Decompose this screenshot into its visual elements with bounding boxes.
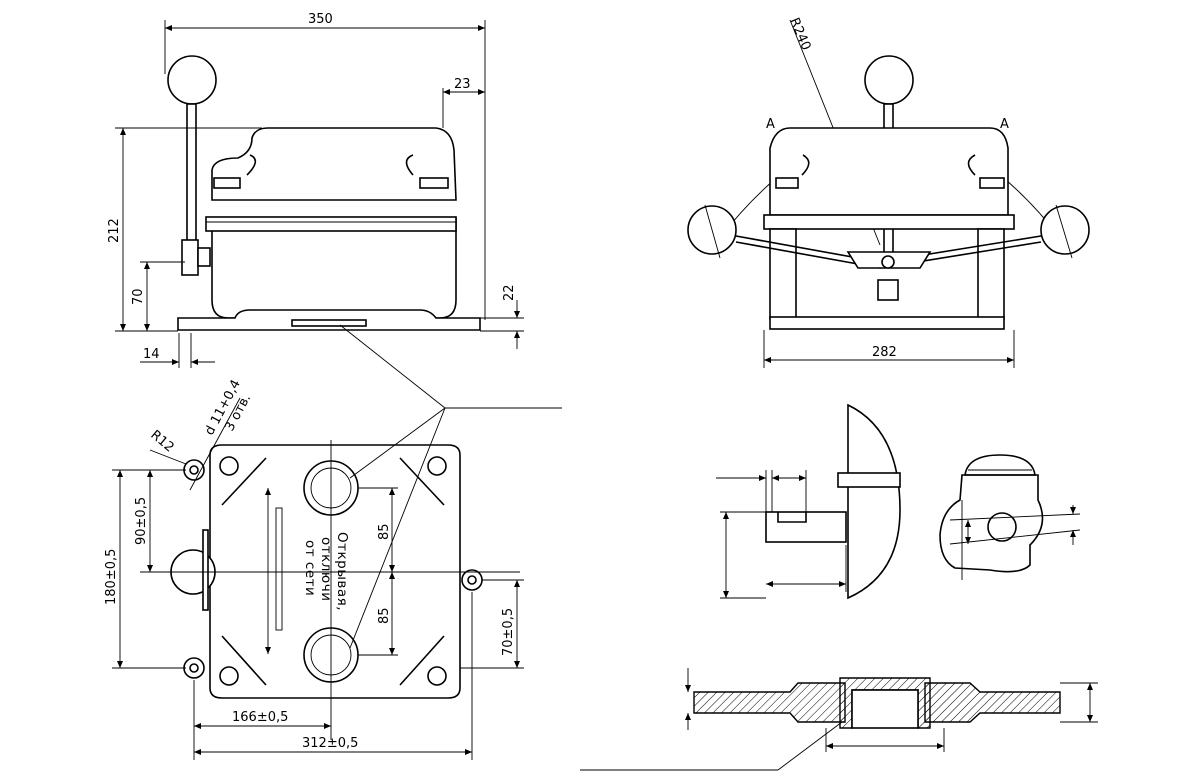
top-dim-center-lower: 85 <box>377 607 392 624</box>
warning-line-3: от сети <box>302 540 318 596</box>
detail-plug <box>580 668 1098 771</box>
top-dim-height-total: 180±0,5 <box>104 549 119 605</box>
warning-label: Открывая, отключи от сети <box>302 532 350 611</box>
outlet-callout <box>339 324 562 649</box>
front-dim-lever-axis: 70 <box>131 288 146 305</box>
front-dim-width: 350 <box>308 12 333 27</box>
top-dim-right-hole: 70±0,5 <box>501 608 516 656</box>
warning-line-2: отключи <box>318 537 334 602</box>
warning-line-1: Открывая, <box>334 532 350 611</box>
detail-key <box>939 454 1081 580</box>
top-dim-hole-offset: 90±0,5 <box>134 497 149 545</box>
front-dim-base: 14 <box>143 347 160 362</box>
front-view: 350 23 212 70 22 14 <box>107 12 524 368</box>
detail-shaft <box>716 403 901 600</box>
side-view: R240 A A 282 <box>687 16 1090 368</box>
side-dim-radius: R240 <box>786 16 813 53</box>
side-dim-arc-left: A <box>766 117 775 132</box>
top-dim-hole-x: 166±0,5 <box>232 710 288 725</box>
side-dim-arc-right: A <box>1000 117 1009 132</box>
front-dim-cap: 23 <box>454 77 471 92</box>
top-view: d 11+0,4 3 отв. R12 180±0,5 90±0,5 85 85… <box>104 377 524 760</box>
top-dim-corner-radius: R12 <box>147 428 176 456</box>
top-dim-total-x: 312±0,5 <box>302 736 358 751</box>
side-dim-width: 282 <box>872 345 897 360</box>
front-dim-height: 212 <box>107 218 122 243</box>
front-dim-foot: 22 <box>502 284 517 301</box>
top-dim-center-upper: 85 <box>377 523 392 540</box>
